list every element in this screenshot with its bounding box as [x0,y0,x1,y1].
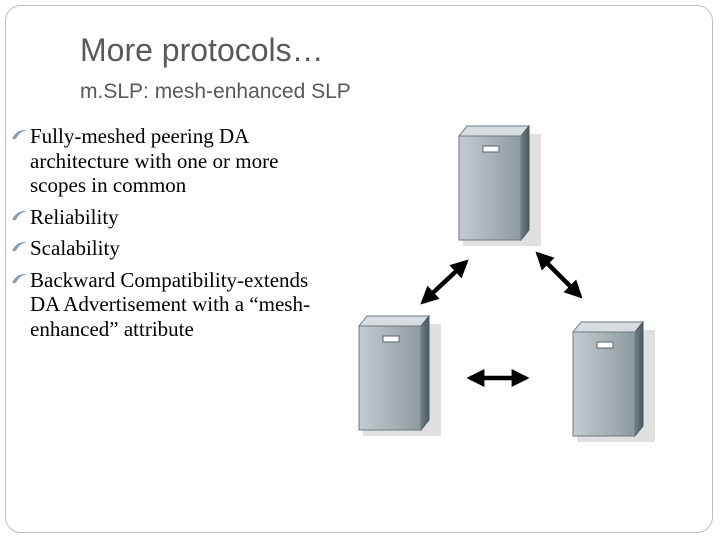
bullet-text: Backward Compatibility-extends DA Advert… [30,267,310,341]
bullet-text: Reliability [30,204,119,229]
server-tower-icon [458,125,542,247]
bullet-list: Fully-meshed peering DA architecture wit… [10,124,330,348]
swoosh-bullet-icon [12,273,27,283]
bullet-item: Fully-meshed peering DA architecture wit… [10,124,330,198]
double-arrow-icon [535,251,583,299]
server-tower-icon [572,321,656,443]
server-tower-icon [358,315,442,437]
slide-subtitle: m.SLP: mesh-enhanced SLP [80,80,351,103]
slide-title: More protocols… [80,32,324,68]
slide-frame [5,5,713,533]
double-arrow-icon [420,259,469,305]
bullet-item: Reliability [10,205,330,230]
bullet-text: Scalability [30,236,120,260]
swoosh-bullet-icon [12,210,27,220]
bullet-text: Fully-meshed peering DA architecture wit… [30,124,279,197]
swoosh-bullet-icon [12,241,27,251]
bullet-item: Backward Compatibility-extends DA Advert… [10,268,330,342]
swoosh-bullet-icon [12,129,27,139]
bullet-item: Scalability [10,236,330,261]
